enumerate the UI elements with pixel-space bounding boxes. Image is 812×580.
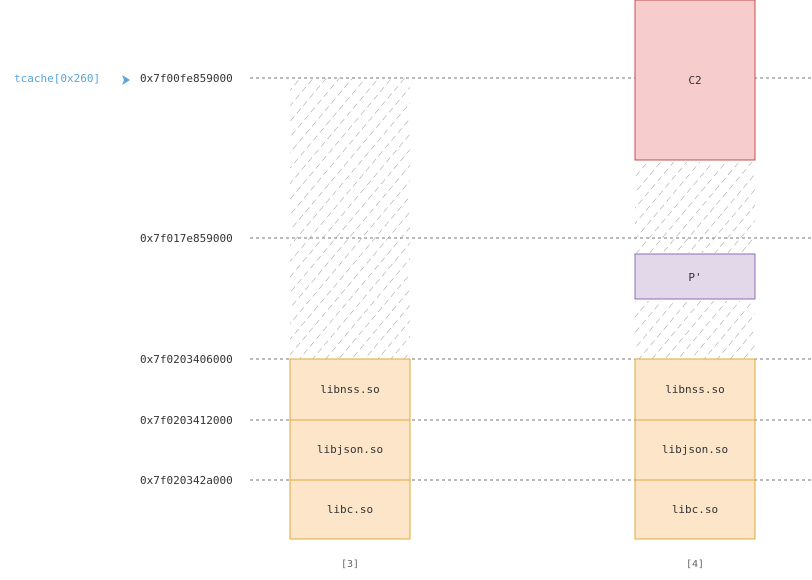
block-label: libjson.so [317,443,383,456]
lib-block-libnss [289,358,411,421]
address-label: 0x7f0203412000 [140,414,233,427]
freed-region [290,78,410,359]
lib-block-libc [634,479,756,540]
pointer-arrow-icon [122,75,130,85]
tcache-pointer-label: tcache[0x260] [14,72,100,85]
block-label: libc.so [672,503,718,516]
address-label: 0x7f020342a000 [140,474,233,487]
block-label: libnss.so [665,383,725,396]
chunk-block-p-prime [634,253,756,300]
address-label: 0x7f017e859000 [140,232,233,245]
column-label: [3] [341,559,359,570]
lib-block-libjson [634,419,756,481]
lib-block-libnss [634,358,756,421]
chunk-block-c2 [634,0,756,161]
column-3: libnss.so libjson.so libc.so [3] [289,78,411,570]
block-label: libjson.so [662,443,728,456]
address-label: 0x7f0203406000 [140,353,233,366]
freed-region [635,301,755,359]
column-4: C2 P' libnss.so libjson.so libc.so [4] [634,0,756,570]
block-label: P' [688,271,701,284]
block-label: libc.so [327,503,373,516]
block-label: C2 [688,74,701,87]
address-label: 0x7f00fe859000 [140,72,233,85]
freed-region [635,162,755,253]
column-label: [4] [686,559,704,570]
lib-block-libc [289,479,411,540]
block-label: libnss.so [320,383,380,396]
